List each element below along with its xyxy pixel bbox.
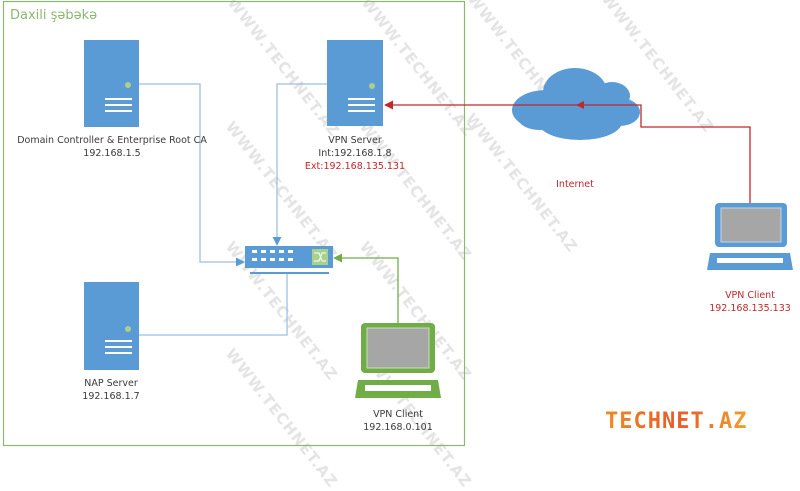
internal-client-ip: 192.168.0.101 (363, 422, 433, 433)
link-nap-to-switch (139, 272, 288, 336)
network-diagram (2, 0, 793, 447)
external-client-name: VPN Client (725, 290, 775, 301)
domain-controller-server-icon (84, 40, 139, 127)
nap-ip: 192.168.1.7 (82, 391, 140, 402)
internal-network-title: Daxili şəbəkə (10, 8, 98, 23)
vpn-server-name: VPN Server (328, 135, 382, 146)
internal-client-label: VPN Client 192.168.0.101 (338, 408, 458, 434)
network-switch-icon (245, 246, 333, 274)
internal-client-name: VPN Client (373, 409, 423, 420)
link-vpnserver-to-switch (272, 83, 328, 246)
link-client-to-switch (333, 253, 399, 323)
external-client-ip: 192.168.135.133 (709, 303, 791, 314)
vpn-server-icon (327, 40, 383, 126)
nap-label: NAP Server 192.168.1.7 (51, 377, 171, 403)
internet-cloud-icon (512, 68, 640, 140)
technet-logo: TECHNET.AZ (605, 409, 748, 434)
internet-name: Internet (556, 179, 594, 190)
dc-ip: 192.168.1.5 (83, 148, 141, 159)
arrow-mid-icon (576, 101, 584, 109)
internal-network-zone (2, 0, 466, 447)
vpn-server-ext-ip: Ext:192.168.135.131 (304, 161, 406, 172)
nap-name: NAP Server (84, 378, 138, 389)
link-dc-to-switch (139, 83, 245, 267)
dc-label: Domain Controller & Enterprise Root CA 1… (0, 134, 224, 160)
dc-name: Domain Controller & Enterprise Root CA (17, 135, 207, 146)
link-external-client-to-vpnserver (384, 100, 751, 205)
vpn-server-int-ip: Int:192.168.1.8 (318, 148, 392, 159)
nap-server-icon (84, 282, 139, 370)
external-client-label: VPN Client 192.168.135.133 (690, 289, 800, 315)
external-laptop-icon (707, 203, 793, 270)
internet-label: Internet (535, 178, 615, 191)
internal-laptop-icon (355, 323, 441, 398)
vpn-server-label: VPN Server Int:192.168.1.8 Ext:192.168.1… (290, 134, 420, 173)
